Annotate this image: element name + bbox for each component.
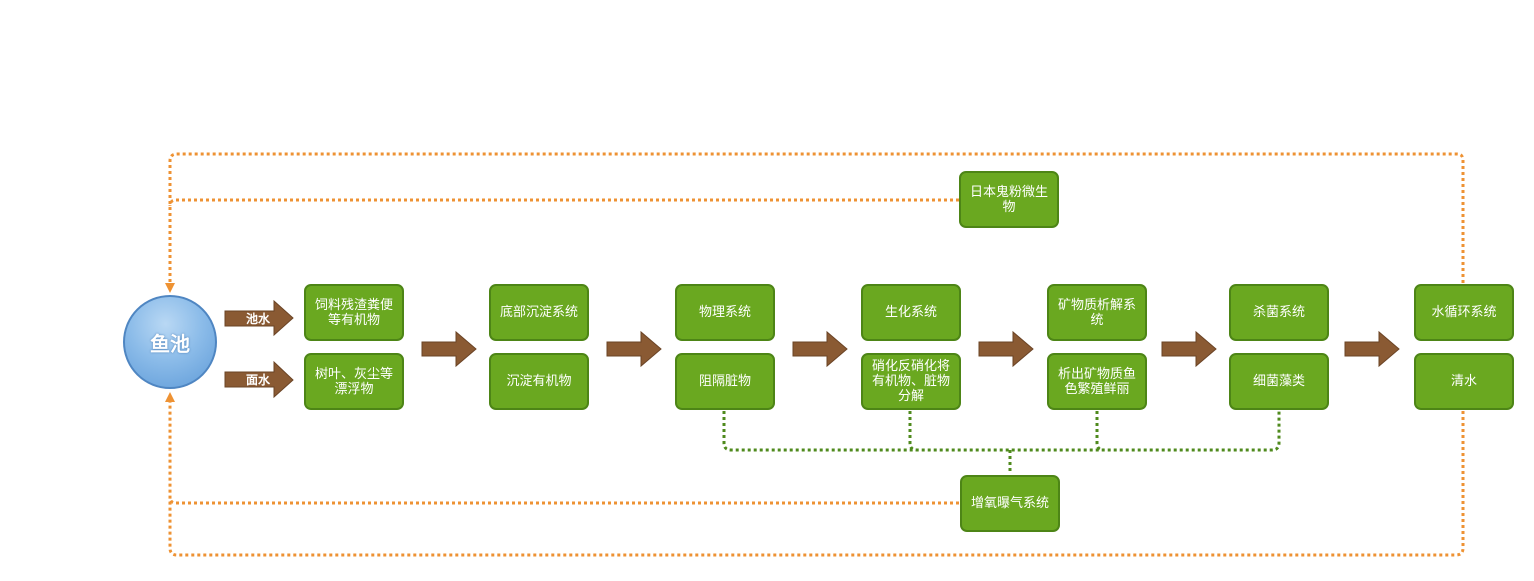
flow-arrow-3: [792, 330, 848, 368]
aeration-return-line: [168, 496, 959, 505]
pool-water-arrow: [224, 299, 294, 337]
aeration-bracket: [722, 411, 1281, 474]
microbe-return-line: [168, 198, 959, 207]
return-loop-top: [165, 152, 1465, 293]
fish-pond-label: 鱼池: [150, 331, 190, 356]
return-loop-bottom: [165, 392, 1465, 557]
pool-water-label: 池水: [245, 312, 270, 326]
flow-arrow-4: [978, 330, 1034, 368]
flow-arrow-2: [606, 330, 662, 368]
sterilization-system-box: 杀菌系统: [1229, 284, 1329, 341]
water-circulation-box: 水循环系统: [1414, 284, 1514, 341]
flow-arrow-1: [421, 330, 477, 368]
aeration-system-box: 增氧曝气系统: [960, 475, 1060, 532]
block-dirt-box: 阻隔脏物: [675, 353, 775, 410]
nitrification-box: 硝化反硝化将有机物、脏物分解: [861, 353, 961, 410]
flow-arrow-5: [1161, 330, 1217, 368]
surface-water-label: 面水: [245, 373, 270, 387]
microbe-box: 日本鬼粉微生物: [959, 171, 1059, 228]
clean-water-box: 清水: [1414, 353, 1514, 410]
biochemical-system-box: 生化系统: [861, 284, 961, 341]
surface-water-arrow: [224, 360, 294, 399]
mineral-release-box: 析出矿物质鱼色繁殖鲜丽: [1047, 353, 1147, 410]
physical-system-box: 物理系统: [675, 284, 775, 341]
bacteria-algae-box: 细菌藻类: [1229, 353, 1329, 410]
organic-waste-box: 饲料残渣粪便等有机物: [304, 284, 404, 341]
mineral-system-box: 矿物质析解系统: [1047, 284, 1147, 341]
flow-arrow-6: [1344, 330, 1400, 368]
fish-pond-node: 鱼池: [123, 295, 217, 389]
settled-organics-box: 沉淀有机物: [489, 353, 589, 410]
sedimentation-system-box: 底部沉淀系统: [489, 284, 589, 341]
floating-debris-box: 树叶、灰尘等漂浮物: [304, 353, 404, 410]
